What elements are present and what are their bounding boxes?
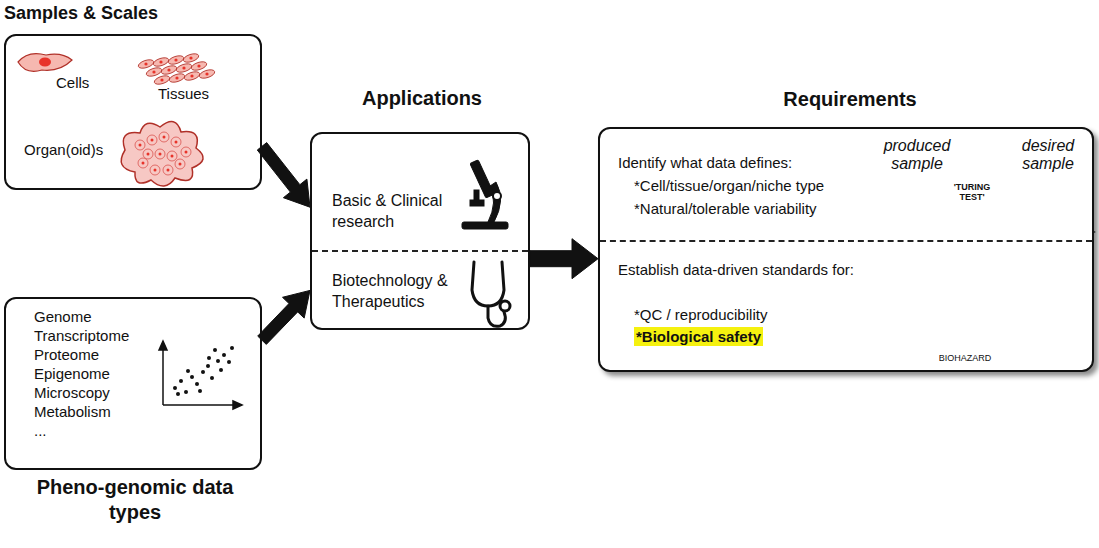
applications-box: ApplicationsBasic & Clinical researchBio… <box>310 132 530 330</box>
cell-nucleus <box>39 58 51 67</box>
flow-arrow <box>257 143 310 208</box>
scatter-axes <box>159 341 242 409</box>
heading: Applications <box>292 86 552 111</box>
node-text: Establish data-driven standards for: <box>618 260 854 279</box>
flow-arrow <box>258 290 310 344</box>
requirements-box: RequirementsIdentify what data defines:*… <box>598 127 1094 372</box>
plot-label: desired sample <box>1006 137 1090 173</box>
node-text: Epigenome <box>34 364 110 383</box>
node-text: ... <box>34 421 47 440</box>
plot-label: produced sample <box>872 137 962 173</box>
node-text: Genome <box>34 307 92 326</box>
node-text: *Cell/tissue/organ/niche type <box>634 176 824 195</box>
node-text: Identify what data defines: <box>618 153 792 172</box>
node-text: Tissues <box>158 84 209 103</box>
organoid-cells <box>135 132 191 175</box>
tissue-icon <box>137 52 215 86</box>
node-text: Metabolism <box>34 402 111 421</box>
microscope-icon <box>462 160 508 229</box>
data-types-box: GenomeTranscriptomeProteomeEpigenomeMicr… <box>4 297 262 470</box>
node-text: Biotechnology & Therapeutics <box>332 270 472 312</box>
node-text: Basic & Clinical research <box>332 190 472 232</box>
hazard-label: BIOHAZARD <box>925 353 1005 364</box>
flow-arrow <box>530 239 598 279</box>
node-text: Transcriptome <box>34 326 129 345</box>
stethoscope-icon <box>472 262 510 326</box>
node-text: Proteome <box>34 345 99 364</box>
node-text: Organ(oid)s <box>24 140 103 159</box>
node-text: *QC / reproducibility <box>634 305 767 324</box>
node-text: Cells <box>56 73 89 92</box>
divider-line <box>312 250 528 252</box>
samples-box: Samples & ScalesCellsTissuesOrgan(oid)s <box>4 34 262 190</box>
heading: Samples & Scales <box>4 4 158 23</box>
node-text: *Natural/tolerable variability <box>634 199 817 218</box>
cell-icon <box>18 54 72 72</box>
scatter-dots <box>173 346 234 396</box>
node-text: Microscopy <box>34 383 110 402</box>
organoid-icon <box>121 122 203 186</box>
turing-label: 'TURING TEST' <box>947 182 997 202</box>
heading: Requirements <box>700 87 1000 112</box>
divider-line <box>600 240 1092 242</box>
node-text: *Biological safety <box>634 327 763 346</box>
heading: Pheno-genomic data types <box>25 475 245 525</box>
